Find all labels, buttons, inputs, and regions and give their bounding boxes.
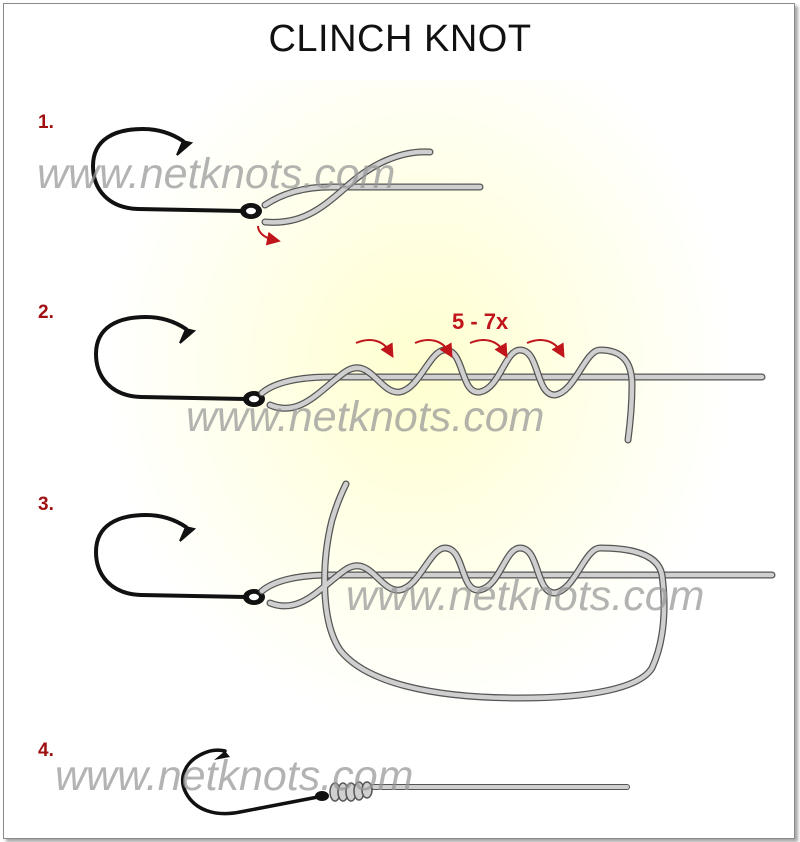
step3-drawing (94, 480, 776, 702)
step-number-1: 1. (38, 112, 54, 133)
watermark-1: www.netknots.com (37, 150, 396, 198)
wraps-count-label: 5 - 7x (452, 309, 509, 334)
step-number-4: 4. (38, 740, 54, 761)
step1-drawing (91, 127, 484, 246)
step2-drawing (94, 315, 766, 444)
watermark-4: www.netknots.com (55, 752, 414, 800)
step4-drawing (180, 748, 630, 816)
page-title: CLINCH KNOT (268, 18, 532, 60)
step-number-3: 3. (38, 494, 54, 515)
watermark-2: www.netknots.com (186, 393, 545, 441)
watermark-3: www.netknots.com (346, 572, 705, 620)
step-number-2: 2. (38, 302, 54, 323)
